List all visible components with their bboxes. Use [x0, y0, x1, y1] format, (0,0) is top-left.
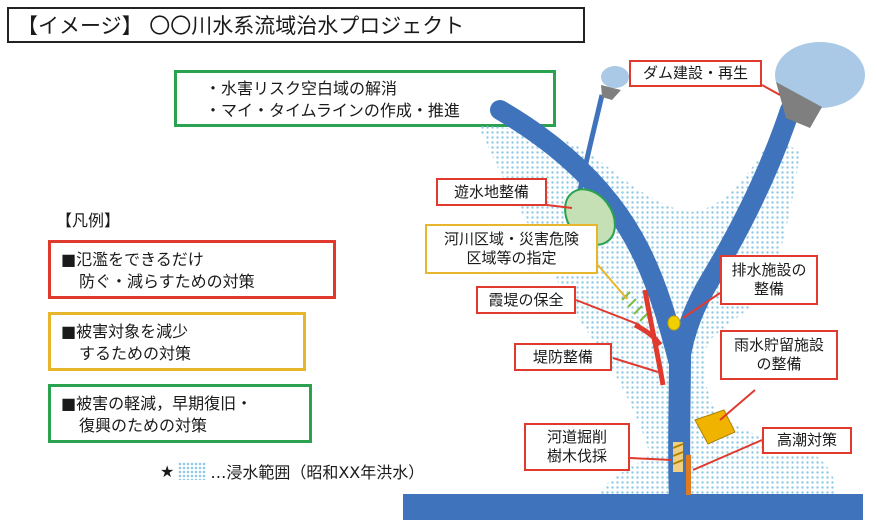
legend-item-mitigate-recover: ■被害の軽減，早期復旧・ 復興のための対策	[48, 384, 312, 443]
label-river-zone: 河川区域・災害危険 区域等の指定	[425, 224, 598, 274]
label-dredging: 河道掘削 樹木伐採	[524, 423, 630, 471]
label-line: 河川区域・災害危険	[443, 230, 579, 249]
legend-item-reduce-exposure: ■被害対象を減少 するための対策	[48, 312, 306, 371]
rainwater-storage	[694, 409, 736, 445]
large-dam-icon	[776, 82, 822, 128]
label-line: 雨水貯留施設	[733, 336, 824, 355]
goal-line: ・水害リスク空白域の解消	[205, 79, 398, 98]
legend-line: 復興のための対策	[79, 415, 208, 435]
goals-box: ・水害リスク空白域の解消 ・マイ・タイムラインの作成・推進	[174, 70, 556, 127]
main-river	[668, 354, 691, 501]
open-levee-hatch	[621, 291, 649, 322]
page-title: 【イメージ】 〇〇川水系流域治水プロジェクト	[7, 7, 585, 43]
star-icon: ★	[160, 461, 175, 481]
flood-extent-legend: ★ …浸水範囲（昭和XX年洪水）	[160, 459, 424, 483]
small-dam-icon	[601, 85, 621, 100]
label-embankment: 堤防整備	[514, 343, 612, 371]
legend-line: 防ぐ・減らすための対策	[79, 271, 255, 291]
dredging-hatch	[672, 442, 684, 472]
large-reservoir	[775, 42, 865, 108]
label-line: 整備	[753, 280, 784, 298]
legend-title: 【凡例】	[56, 211, 121, 230]
flood-extent-text: …浸水範囲（昭和XX年洪水）	[210, 463, 425, 482]
open-levee-line	[633, 322, 663, 347]
label-drainage: 排水施設の 整備	[720, 255, 818, 305]
leader-lines	[546, 84, 781, 471]
label-line: 樹木伐採	[546, 447, 607, 465]
right-river	[670, 100, 800, 370]
legend-line: ■被害の軽減，早期復旧・	[61, 394, 253, 413]
small-reservoir	[601, 66, 629, 88]
label-line: 排水施設の	[731, 261, 807, 280]
dotted-swatch-icon	[178, 462, 207, 480]
drainage-facility	[667, 315, 681, 331]
legend-line: ■氾濫をできるだけ	[61, 250, 204, 269]
storm-surge-barrier	[686, 455, 691, 495]
legend-line: ■被害対象を減少	[61, 322, 189, 341]
legend-item-prevent-flood: ■氾濫をできるだけ 防ぐ・減らすための対策	[48, 240, 336, 299]
label-retention-area: 遊水地整備	[436, 178, 547, 206]
sea-band	[403, 494, 863, 520]
label-dam: ダム建設・再生	[629, 60, 762, 87]
legend-line: するための対策	[79, 343, 192, 363]
label-open-levee: 霞堤の保全	[476, 286, 576, 314]
label-line: の整備	[756, 355, 802, 373]
label-storm-surge: 高潮対策	[762, 427, 852, 454]
label-line: 区域等の指定	[466, 249, 557, 267]
goal-line: ・マイ・タイムラインの作成・推進	[205, 101, 460, 121]
label-line: 河道掘削	[546, 428, 607, 447]
label-rainwater: 雨水貯留施設 の整備	[720, 330, 838, 380]
